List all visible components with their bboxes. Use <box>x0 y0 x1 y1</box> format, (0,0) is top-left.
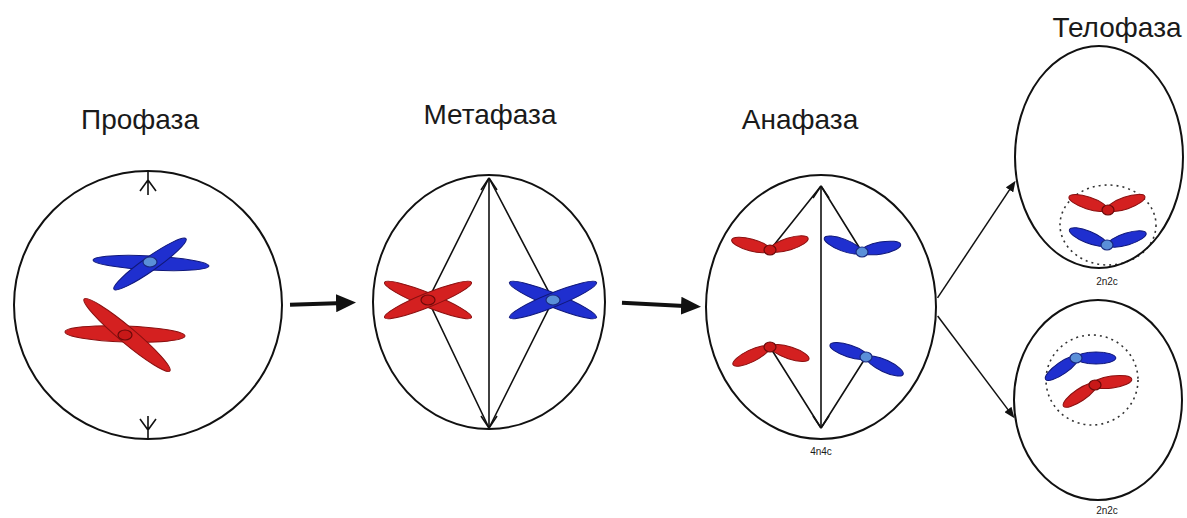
cell-membrane <box>1015 46 1183 268</box>
centromere <box>546 295 560 305</box>
spindle-pole <box>140 416 156 440</box>
centromere <box>1101 240 1113 250</box>
chromosome <box>382 276 599 324</box>
centromere <box>860 352 872 362</box>
spindle-pole <box>813 186 829 198</box>
cell-outline <box>1014 45 1184 269</box>
centromere <box>143 257 157 267</box>
cell: Профаза <box>13 170 283 440</box>
centromere <box>1089 380 1101 390</box>
spindle-pole <box>481 416 497 428</box>
centromere <box>118 330 132 340</box>
phase-arrow <box>290 303 344 305</box>
chromosome-arm <box>507 276 599 324</box>
ploidy-label: 4n4c <box>810 446 832 458</box>
phase-title: Профаза <box>81 104 199 136</box>
centromere <box>1102 205 1114 215</box>
cell-membrane <box>1014 300 1182 500</box>
spindle-fiber <box>820 186 822 428</box>
cell: Телофаза2n2c <box>1014 45 1184 269</box>
spindle-pole <box>140 171 156 195</box>
chromosome-arm <box>382 276 474 324</box>
centromere <box>421 295 435 305</box>
chromatid <box>1042 352 1132 412</box>
chromosome <box>65 233 210 377</box>
spindle-pole <box>140 171 156 440</box>
phase-title: Анафаза <box>742 104 858 136</box>
cell-outline <box>13 170 283 440</box>
phase-arrow <box>938 187 1012 298</box>
spindle-fiber <box>770 347 866 428</box>
phase-title: Метафаза <box>423 99 556 131</box>
cell-outline <box>1013 299 1183 501</box>
spindle-pole <box>481 178 497 190</box>
chromosome-arm <box>507 276 599 324</box>
centromere <box>764 342 776 352</box>
spindle-pole <box>813 416 829 428</box>
chromosome-arm <box>382 276 474 324</box>
phase-title: Телофаза <box>1052 12 1181 44</box>
ploidy-label: 2n2c <box>1096 276 1118 288</box>
phase-arrow <box>622 303 689 306</box>
chromosome-arm <box>110 233 190 295</box>
chromosome-arm <box>1042 352 1082 385</box>
spindle <box>770 186 866 428</box>
spindle-fiber <box>488 178 490 428</box>
cell: 2n2c <box>1013 299 1183 501</box>
ploidy-label: 2n2c <box>1096 505 1118 517</box>
cell-outline <box>705 174 937 440</box>
nuclear-envelope <box>1046 335 1138 425</box>
centromere <box>764 245 776 255</box>
chromosome-arm <box>79 293 175 377</box>
cell-membrane <box>14 171 282 439</box>
cell-outline <box>372 174 606 430</box>
cell-membrane <box>373 175 605 429</box>
cell: Анафаза4n4c <box>705 174 937 440</box>
centromere <box>856 247 868 257</box>
cell: Метафаза <box>372 174 606 430</box>
chromatid <box>730 232 906 380</box>
chromatid <box>1067 191 1148 251</box>
cell-membrane <box>706 175 936 439</box>
phase-arrow <box>938 316 1010 412</box>
centromere <box>1070 353 1082 363</box>
